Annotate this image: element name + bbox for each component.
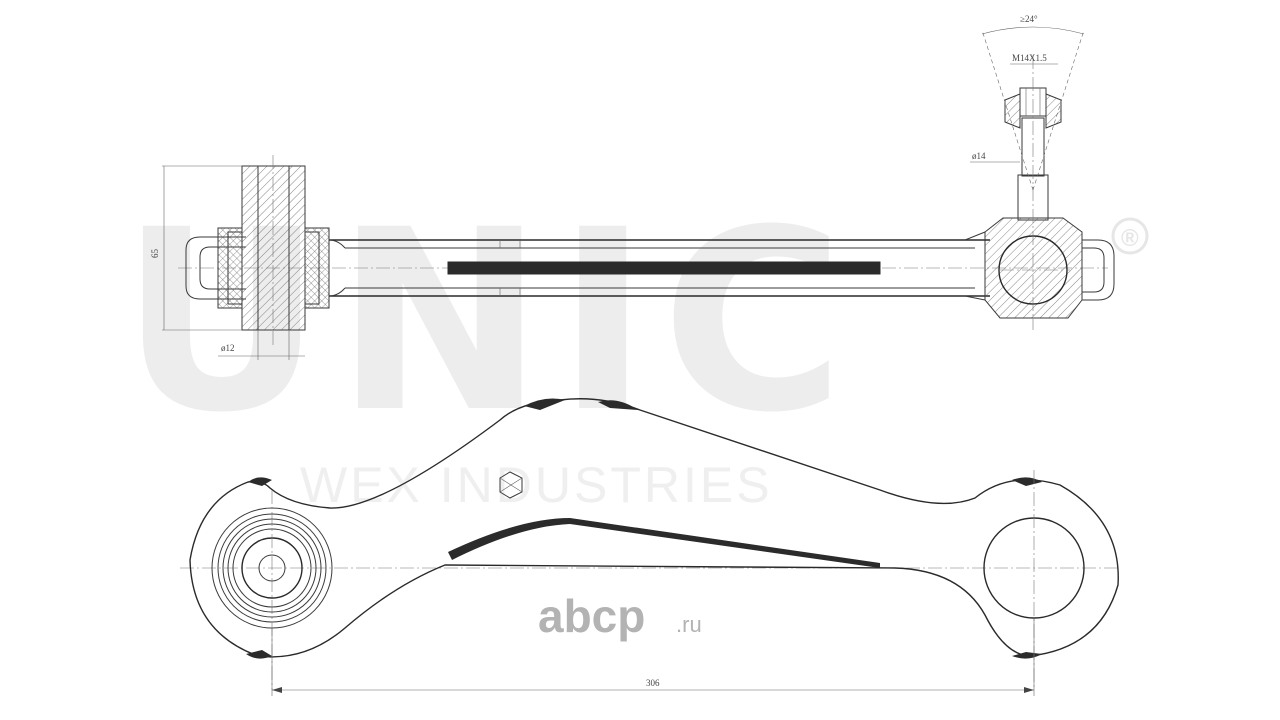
dim-pin-diameter: ø14 bbox=[972, 151, 986, 161]
arm-outline bbox=[189, 398, 1119, 658]
abcp-logo: abcp .ru bbox=[538, 590, 702, 642]
watermark-brand: UNIC bbox=[120, 176, 857, 467]
dim-bushing-diameter: ø12 bbox=[221, 343, 235, 353]
watermark-company: WEX INDUSTRIES bbox=[300, 457, 773, 513]
top-view bbox=[178, 26, 1115, 345]
bushing-rubber-right bbox=[304, 227, 330, 309]
logo-text: abcp bbox=[538, 590, 645, 642]
top-view-dimensions: 65 ø12 ø14 M14X1.5 ≥24° bbox=[150, 14, 1058, 360]
watermark-registered: ® bbox=[1121, 225, 1139, 252]
logo-suffix: .ru bbox=[676, 612, 702, 637]
right-eye-outline bbox=[1082, 239, 1115, 301]
left-eye-outline bbox=[185, 236, 246, 300]
rod-outline bbox=[329, 239, 990, 297]
bushing-rubber-left bbox=[217, 227, 243, 309]
dim-length: 306 bbox=[646, 678, 660, 688]
rod-core bbox=[447, 261, 881, 275]
nut-right bbox=[1045, 93, 1062, 129]
bushing-sleeve bbox=[241, 165, 306, 331]
dim-angle: ≥24° bbox=[1020, 14, 1038, 24]
dim-thread: M14X1.5 bbox=[1012, 53, 1047, 63]
registered-mark-ring bbox=[1111, 217, 1149, 255]
length-dimension: 306 bbox=[271, 618, 1035, 696]
bottom-view bbox=[180, 398, 1120, 690]
dim-height: 65 bbox=[150, 249, 160, 259]
watermark: UNIC ® WEX INDUSTRIES bbox=[120, 176, 1149, 513]
nut-left bbox=[1004, 93, 1021, 129]
bushing-bore bbox=[257, 165, 290, 331]
